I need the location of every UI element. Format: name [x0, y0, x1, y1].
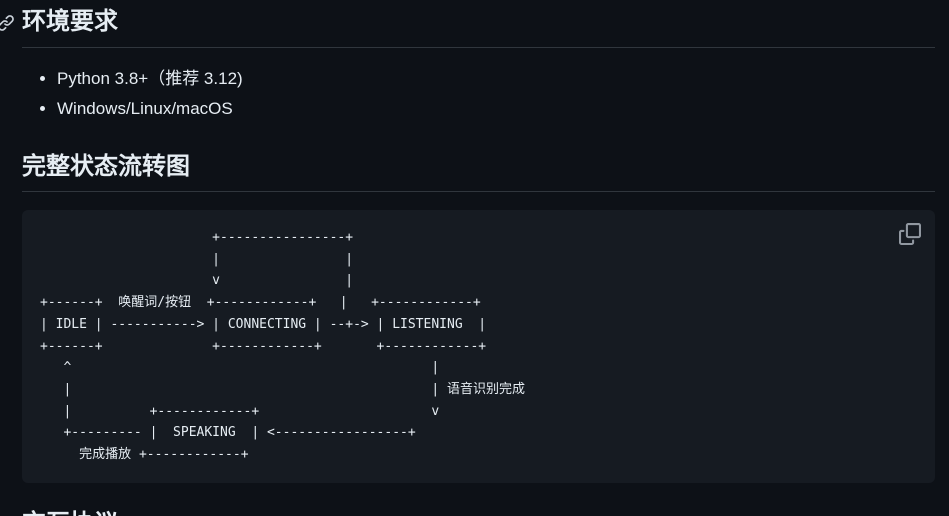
link-icon[interactable]: [0, 14, 15, 32]
section-heading-env: 环境要求: [22, 7, 118, 35]
copy-icon[interactable]: [899, 223, 921, 245]
state-flow-diagram: +----------------+ | | v | +------+ 唤醒词/…: [40, 230, 525, 463]
requirements-list: Python 3.8+（推荐 3.12) Windows/Linux/macOS: [22, 64, 243, 124]
list-item: Windows/Linux/macOS: [57, 94, 243, 124]
heading-divider: [22, 191, 935, 192]
code-block: +----------------+ | | v | +------+ 唤醒词/…: [22, 210, 935, 483]
section-heading-state-diagram: 完整状态流转图: [22, 152, 190, 180]
heading-divider: [22, 47, 935, 48]
section-heading-protocol: 交互协议: [22, 503, 118, 516]
list-item: Python 3.8+（推荐 3.12): [57, 64, 243, 94]
